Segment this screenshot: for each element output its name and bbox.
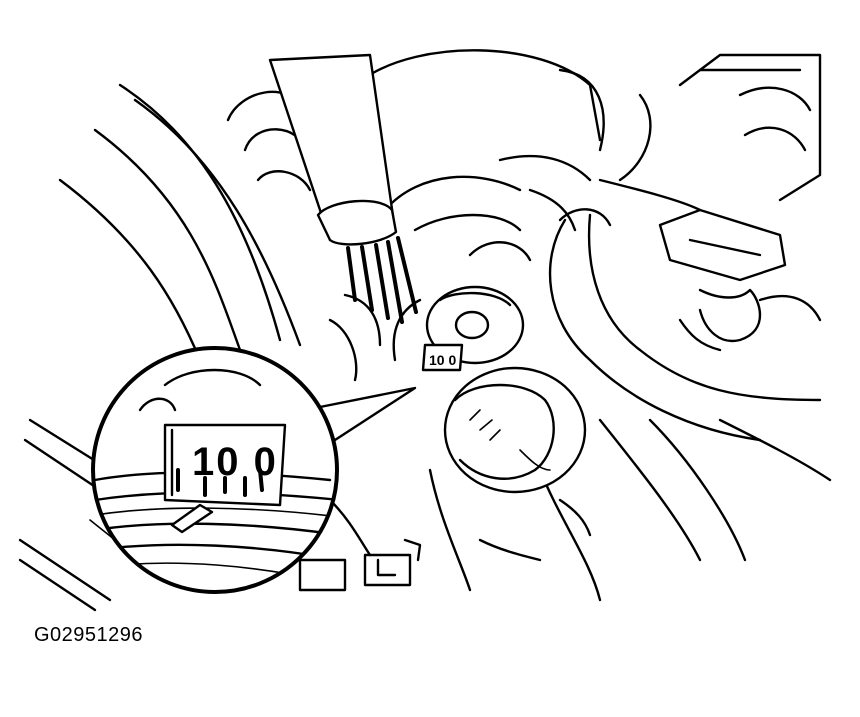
- magnified-inset: 10 0: [91, 346, 339, 594]
- brush-icon: [268, 53, 418, 324]
- engine-background: 10 0: [18, 49, 832, 612]
- svg-text:10 0: 10 0: [429, 352, 456, 368]
- timing-tag-small: 10 0: [421, 343, 464, 372]
- crankshaft-pulley: [443, 366, 587, 494]
- figure-code: G02951296: [34, 624, 144, 646]
